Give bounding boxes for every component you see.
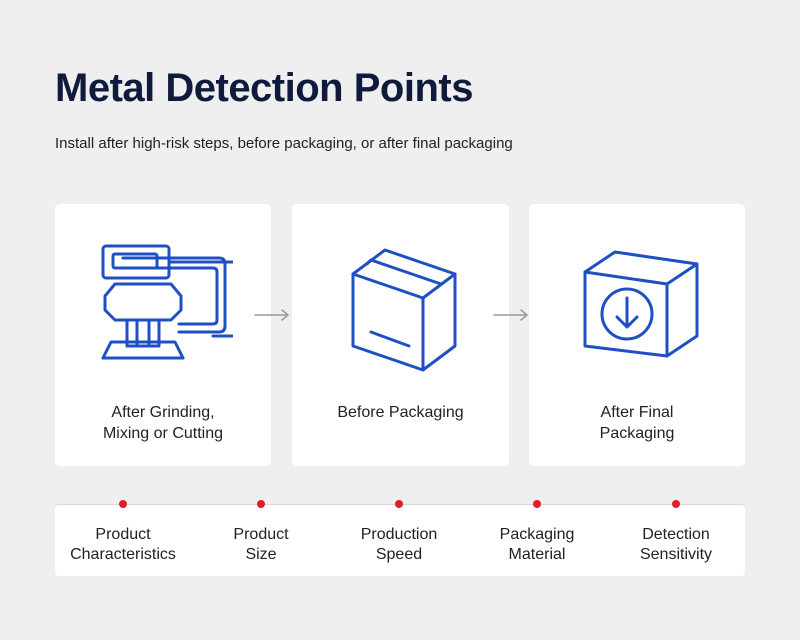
factor-production-speed: Production Speed — [360, 526, 438, 563]
factor-product-size: Product Size — [233, 526, 289, 563]
grinder-machine-icon — [55, 234, 271, 374]
factor-dot — [119, 500, 127, 508]
step-label-before-packaging: Before Packaging — [337, 404, 464, 421]
factor-dot — [257, 500, 265, 508]
factor-dot — [395, 500, 403, 508]
factor-dot — [672, 500, 680, 508]
factor-detection-sensitivity: Detection Sensitivity — [639, 526, 713, 563]
factor-dot — [533, 500, 541, 508]
factors-strip: Product Characteristics Product Size Pro… — [55, 500, 745, 576]
factor-product-characteristics: Product Characteristics — [70, 526, 176, 563]
step-label-after-final-packaging: After Final Packaging — [599, 404, 675, 442]
step-card-before-packaging: Before Packaging — [292, 204, 509, 466]
page-subtitle: Install after high-risk steps, before pa… — [55, 135, 513, 152]
arrow-right-icon — [493, 309, 528, 321]
step-label-grinding: After Grinding, Mixing or Cutting — [102, 404, 224, 442]
step-card-after-final-packaging: After Final Packaging — [529, 204, 745, 466]
factor-packaging-material: Packaging Material — [499, 526, 575, 563]
page-title: Metal Detection Points — [55, 66, 473, 110]
open-box-icon — [292, 234, 509, 374]
sealed-box-download-icon — [529, 234, 745, 374]
step-card-grinding: After Grinding, Mixing or Cutting — [55, 204, 271, 466]
arrow-right-icon — [254, 309, 289, 321]
